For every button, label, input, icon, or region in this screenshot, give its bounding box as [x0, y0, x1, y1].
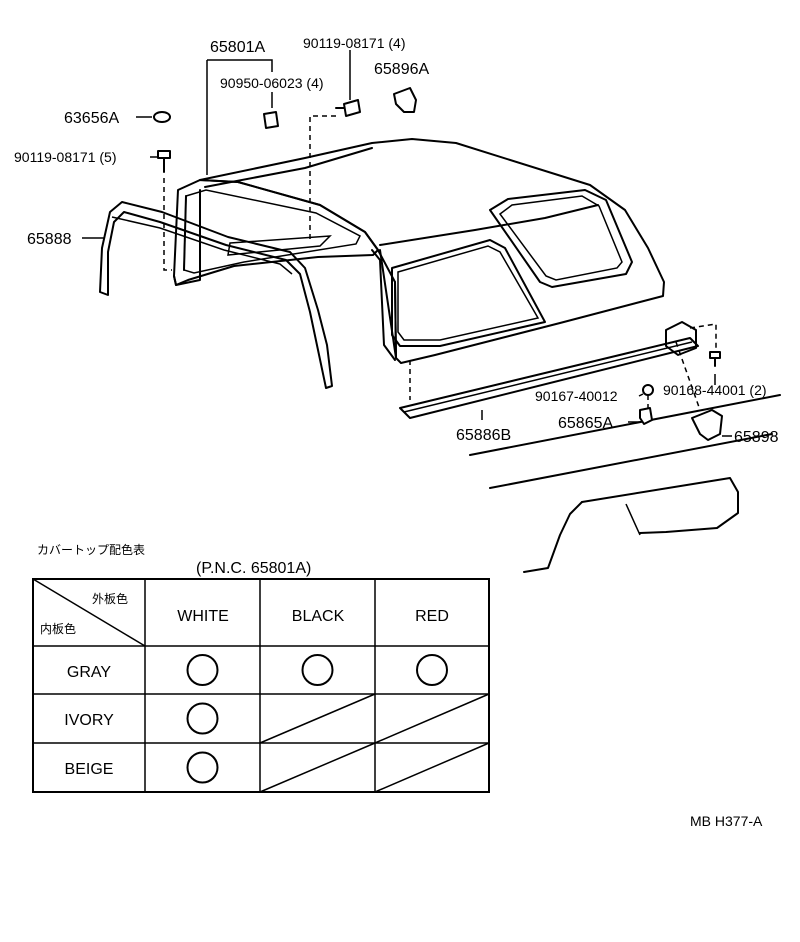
- bracket-65896a: [393, 87, 417, 113]
- front-weatherstrip-65888: [99, 201, 333, 389]
- not-available-slash: [374, 693, 490, 744]
- outer-color-label: 外板色: [92, 592, 128, 606]
- callout-90168-44001-2: 90168-44001 (2): [663, 382, 767, 398]
- callout-90119-08171-5: 90119-08171 (5): [14, 149, 116, 165]
- screw-90119-08171-4: [335, 99, 361, 117]
- color-table-cells: [186, 654, 490, 793]
- available-mark: [186, 654, 219, 686]
- clip-90950-06023: [263, 111, 279, 129]
- callout-65896a: 65896A: [374, 61, 429, 78]
- available-mark: [186, 751, 219, 784]
- color-table-pnc: (P.N.C. 65801A): [196, 560, 311, 577]
- bolt-90168-44001: [709, 351, 721, 367]
- available-mark: [186, 702, 219, 735]
- column-header-red: RED: [415, 608, 449, 625]
- truck-bed-outline: [469, 394, 781, 573]
- bracket-65898: [691, 409, 723, 441]
- available-mark: [416, 654, 448, 686]
- leader-lines: [82, 50, 732, 437]
- color-table-heading: カバートップ配色表: [37, 543, 145, 557]
- not-available-slash: [259, 742, 376, 793]
- callout-65898: 65898: [734, 429, 779, 446]
- callout-90119-08171-4: 90119-08171 (4): [303, 35, 405, 51]
- available-mark: [301, 654, 334, 686]
- callout-90950-06023-4: 90950-06023 (4): [220, 75, 324, 91]
- column-header-black: BLACK: [292, 608, 345, 625]
- not-available-slash: [374, 742, 490, 793]
- callout-65865a: 65865A: [558, 415, 613, 432]
- callout-65888: 65888: [27, 231, 72, 248]
- color-table: カバートップ配色表 (P.N.C. 65801A) 外板色 内板色 WHITE …: [32, 543, 490, 793]
- diagram-code: MB H377-A: [690, 813, 763, 829]
- not-available-slash: [259, 693, 376, 744]
- callout-90167-40012: 90167-40012: [535, 388, 618, 404]
- callout-63656a: 63656A: [64, 110, 119, 127]
- callout-65886b: 65886B: [456, 427, 511, 444]
- inner-color-label: 内板色: [40, 622, 76, 636]
- nut-90167-40012: [642, 384, 654, 396]
- bolt-90119-08171-5: [157, 150, 171, 173]
- column-header-white: WHITE: [177, 608, 229, 625]
- cap-63656a: [153, 111, 171, 123]
- hardtop-shell: [173, 138, 665, 364]
- clip-65865a: [639, 407, 653, 425]
- row-header-gray: GRAY: [67, 664, 111, 681]
- callout-65801a: 65801A: [210, 39, 265, 56]
- side-rail-65886b: [399, 321, 699, 419]
- row-header-beige: BEIGE: [65, 761, 114, 778]
- row-header-ivory: IVORY: [64, 712, 114, 729]
